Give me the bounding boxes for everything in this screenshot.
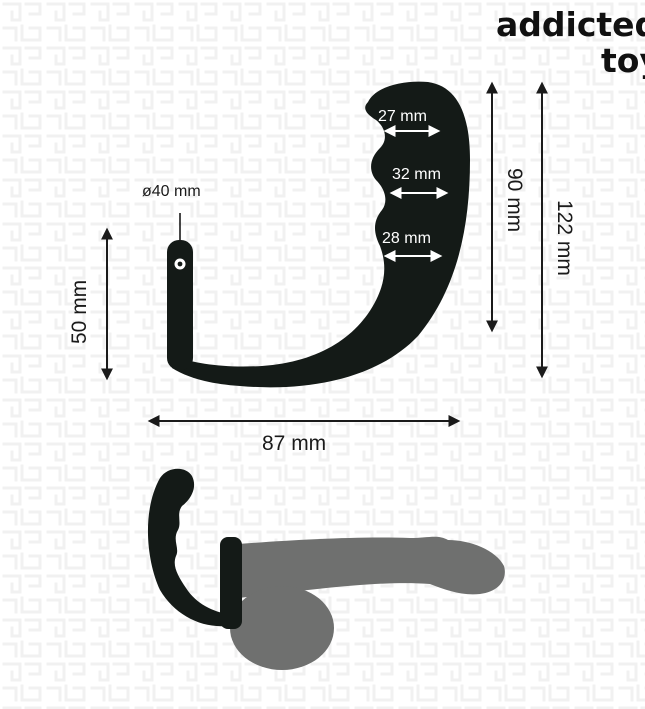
bulb-top-label: 27 mm	[378, 108, 427, 125]
height-total-label: 122 mm	[553, 200, 576, 276]
product-top-view	[167, 81, 470, 388]
diameter-label: ø40 mm	[142, 183, 201, 200]
bulb-middle-label: 32 mm	[392, 166, 441, 183]
silhouette-shaft	[238, 536, 505, 598]
product-body	[172, 81, 470, 388]
height-inner-dimension: 90 mm	[486, 81, 526, 333]
height-left-dimension: 50 mm	[68, 227, 113, 381]
brand-line-2: toys	[601, 41, 645, 80]
usage-device-body	[147, 468, 228, 627]
height-left-label: 50 mm	[68, 280, 91, 344]
usage-device-ring	[220, 537, 242, 629]
product-ring	[167, 240, 193, 370]
usage-illustration	[147, 468, 505, 670]
bulb-dimensions: 27 mm 32 mm 28 mm	[378, 108, 449, 262]
height-total-dimension: 122 mm	[536, 81, 576, 379]
silhouette-lower	[230, 586, 334, 670]
brand-line-1: addicted	[496, 5, 645, 44]
bulb-bottom-label: 28 mm	[382, 230, 431, 247]
width-bottom-label: 87 mm	[262, 432, 326, 455]
width-bottom-dimension: 87 mm	[147, 415, 461, 455]
height-inner-label: 90 mm	[503, 168, 526, 232]
brand-logo: addicted toys	[496, 5, 645, 80]
